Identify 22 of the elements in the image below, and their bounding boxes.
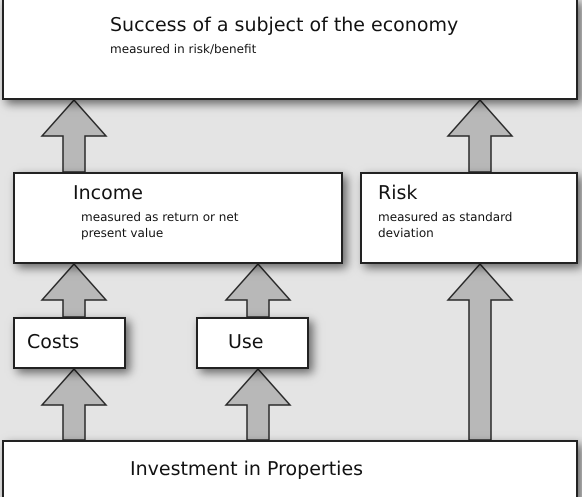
box-heading: Income (73, 182, 144, 204)
text-box (13, 317, 126, 369)
box-heading: Costs (27, 331, 80, 353)
box-heading: Use (228, 331, 264, 353)
text-box (2, 0, 578, 100)
block-arrow (446, 262, 514, 441)
block-arrow (224, 262, 292, 318)
block-arrow (40, 98, 108, 173)
box-heading: Investment in Properties (130, 458, 364, 480)
text-box (196, 317, 309, 369)
box-note: measured as return or net present value (81, 210, 240, 242)
block-arrow (224, 368, 292, 441)
block-arrow (40, 368, 108, 441)
text-box (2, 440, 578, 497)
block-arrow (446, 98, 514, 173)
text-box (360, 172, 578, 264)
text-box (13, 172, 343, 264)
block-arrow (40, 262, 108, 318)
box-note: measured as standard deviation (378, 210, 514, 242)
box-note: measured in risk/benefit (110, 42, 258, 58)
box-heading: Risk (378, 182, 418, 204)
box-heading: Success of a subject of the economy (110, 14, 460, 36)
